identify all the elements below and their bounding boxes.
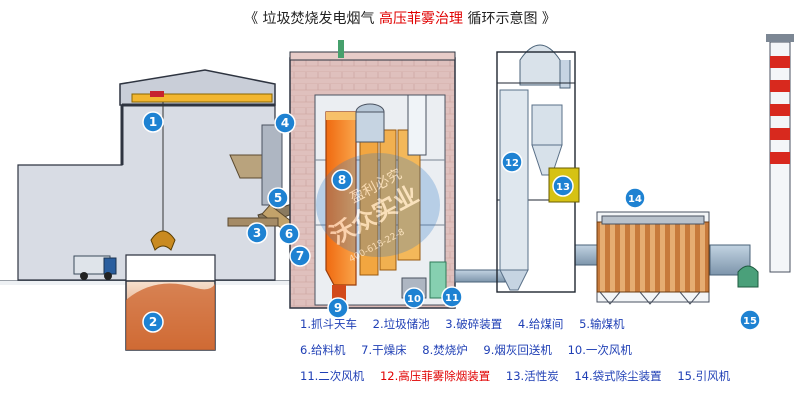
svg-text:9: 9 — [334, 301, 342, 315]
garbage-truck — [73, 255, 117, 280]
legend-item: 5.输煤机 — [579, 317, 625, 331]
marker-15: 15 — [739, 309, 761, 331]
watermark: 盈利必究 沃众实业 400-618-22-8 — [316, 153, 440, 265]
plant-illustration: 盈利必究 沃众实业 400-618-22-8 12345678910111213… — [0, 34, 794, 351]
marker-14: 14 — [624, 187, 646, 209]
spray-tower — [496, 51, 580, 293]
legend-item: 11.二次风机 — [300, 369, 365, 383]
legend-row-2: 6.给料机 7.干燥床 8.焚烧炉 9.烟灰回送机 10.一次风机 — [300, 342, 644, 358]
marker-7: 7 — [289, 245, 311, 267]
marker-11: 11 — [441, 286, 463, 308]
legend-item: 4.给煤间 — [517, 317, 564, 331]
feed-system — [227, 124, 313, 237]
legend-item: 14.袋式除尘装置 — [574, 369, 662, 383]
svg-text:10: 10 — [407, 294, 421, 305]
svg-text:2: 2 — [149, 315, 157, 329]
svg-text:4: 4 — [281, 116, 289, 130]
marker-13: 13 — [552, 175, 574, 197]
legend-item: 8.焚烧炉 — [422, 343, 468, 357]
chimney — [766, 34, 794, 273]
garbage-pit — [125, 280, 216, 351]
diagram-title: 《 垃圾焚烧发电烟气 高压菲雾治理 循环示意图 》 — [0, 8, 800, 28]
garbage-hall — [17, 69, 276, 281]
svg-text:12: 12 — [505, 158, 519, 169]
legend-item-highlight: 12.高压菲雾除烟装置 — [379, 369, 491, 383]
legend-row-1: 1.抓斗天车 2.垃圾储池 3.破碎装置 4.给煤间 5.输煤机 — [300, 316, 637, 332]
induced-fan — [737, 265, 759, 288]
svg-text:6: 6 — [285, 227, 293, 241]
svg-text:15: 15 — [743, 316, 757, 327]
svg-text:5: 5 — [274, 191, 282, 205]
legend-item: 10.一次风机 — [567, 343, 632, 357]
svg-text:1: 1 — [149, 115, 157, 129]
marker-2: 2 — [142, 311, 164, 333]
svg-text:13: 13 — [556, 182, 570, 193]
legend-item: 6.给料机 — [300, 343, 346, 357]
svg-text:8: 8 — [338, 173, 346, 187]
marker-9: 9 — [327, 297, 349, 319]
svg-text:14: 14 — [628, 194, 642, 205]
legend-item: 13.活性炭 — [505, 369, 559, 383]
bag-filter — [596, 211, 710, 305]
svg-text:3: 3 — [253, 226, 261, 240]
legend-item: 7.干燥床 — [361, 343, 407, 357]
title-prefix: 《 垃圾焚烧发电烟气 — [244, 11, 379, 27]
marker-4: 4 — [274, 112, 296, 134]
marker-6: 6 — [278, 223, 300, 245]
legend-item: 15.引风机 — [677, 369, 731, 383]
svg-text:11: 11 — [445, 293, 459, 304]
boiler-building — [289, 40, 456, 310]
marker-3: 3 — [246, 222, 268, 244]
legend-item: 1.抓斗天车 — [300, 317, 357, 331]
svg-text:7: 7 — [296, 249, 304, 263]
marker-10: 10 — [403, 287, 425, 309]
legend-item: 3.破碎装置 — [445, 317, 503, 331]
marker-8: 8 — [331, 169, 353, 191]
marker-5: 5 — [267, 187, 289, 209]
legend-item: 9.烟灰回送机 — [483, 343, 552, 357]
title-highlight: 高压菲雾治理 — [379, 11, 463, 27]
title-suffix: 循环示意图 》 — [463, 11, 556, 27]
marker-12: 12 — [501, 151, 523, 173]
legend-row-3: 11.二次风机 12.高压菲雾除烟装置 13.活性炭 14.袋式除尘装置 15.… — [300, 368, 742, 384]
marker-1: 1 — [142, 111, 164, 133]
legend-item: 2.垃圾储池 — [372, 317, 430, 331]
